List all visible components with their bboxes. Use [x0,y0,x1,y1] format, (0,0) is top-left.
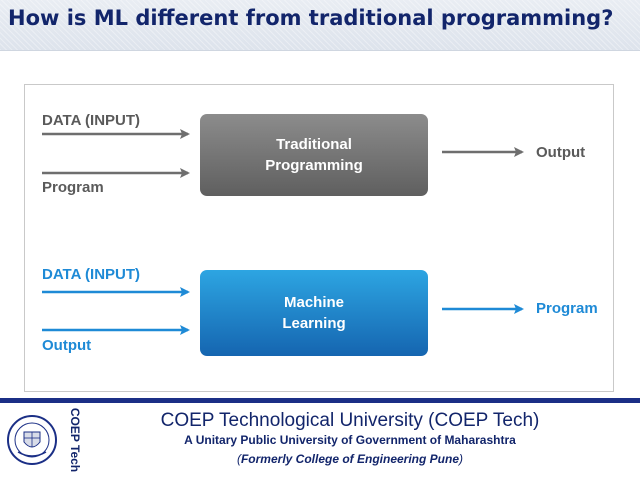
coep-seal-logo [7,415,57,465]
ml-box-line1: Machine [283,294,344,311]
ml-output-input-label: Output [42,337,92,354]
university-name: COEP Technological University (COEP Tech… [160,410,540,431]
footer-rule [0,398,640,403]
machine-learning-box: Machine Learning [200,270,428,356]
ml-box-line2: Learning [282,315,346,332]
former-prefix: ( [236,452,241,466]
trad-box-line2: Programming [265,157,363,174]
trad-box-line1: Traditional [276,136,352,153]
title-bar: How is ML different from traditional pro… [0,0,640,51]
former-suffix: ) [459,452,464,466]
university-subtitle: A Unitary Public University of Governmen… [184,433,516,447]
former-name: Formerly College of Engineering Pune [240,452,460,466]
slide-title: How is ML different from traditional pro… [8,6,614,30]
ml-program-output-label: Program [536,300,598,317]
trad-program-label: Program [42,179,104,196]
trad-output-label: Output [536,144,586,161]
traditional-programming-box: Traditional Programming [200,114,428,196]
trad-data-input-label: DATA (INPUT) [42,112,141,129]
ml-data-input-label: DATA (INPUT) [42,266,141,283]
university-former-name: (Formerly College of Engineering Pune) [0,452,640,466]
